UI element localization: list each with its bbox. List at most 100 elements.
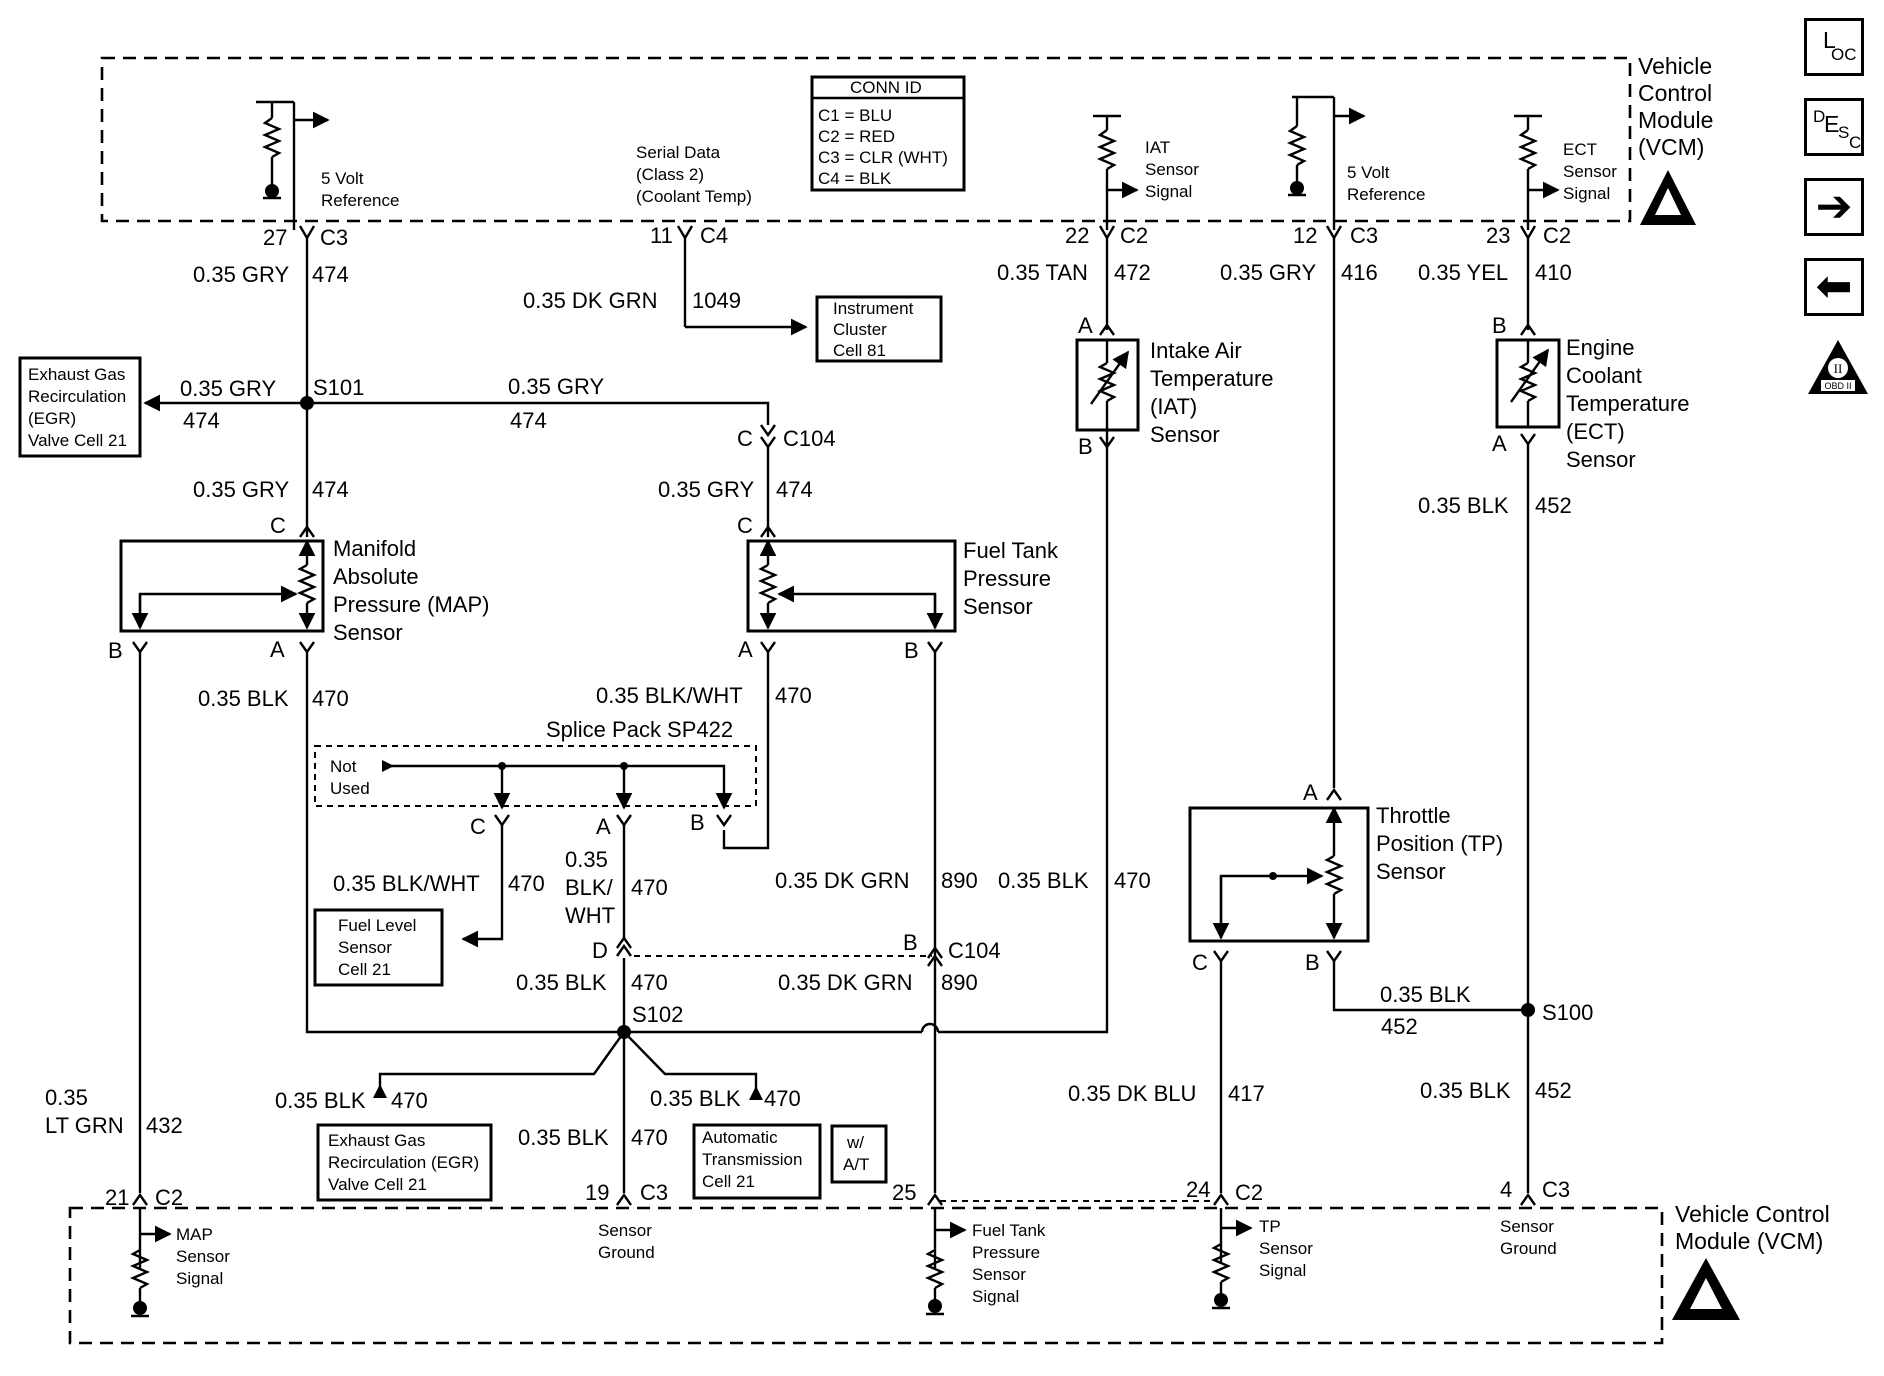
svg-text:Pressure: Pressure <box>963 566 1051 591</box>
svg-text:474: 474 <box>312 477 349 502</box>
conn-id-table: CONN ID C1 = BLU C2 = RED C3 = CLR (WHT)… <box>810 75 966 192</box>
svg-text:Automatic: Automatic <box>702 1128 778 1147</box>
svg-text:Valve Cell 21: Valve Cell 21 <box>28 431 127 450</box>
svg-text:Module (VCM): Module (VCM) <box>1675 1228 1823 1254</box>
svg-text:MAP: MAP <box>176 1225 213 1244</box>
svg-text:Absolute: Absolute <box>333 564 419 589</box>
svg-text:0.35 BLK/WHT: 0.35 BLK/WHT <box>333 871 480 896</box>
svg-text:5 Volt: 5 Volt <box>321 169 364 188</box>
svg-text:474: 474 <box>510 408 547 433</box>
vcm-5v-reference-b: 5 Volt Reference <box>1286 95 1425 230</box>
vcm-map-signal: MAP Sensor Signal <box>129 1208 230 1318</box>
ect-sensor[interactable]: B A Engine Coolant Temperature (ECT) Sen… <box>1492 313 1690 472</box>
next-page-button[interactable]: ➔ <box>1804 178 1864 236</box>
svg-text:A/T: A/T <box>843 1155 869 1174</box>
fuel-level-sensor-box[interactable]: Fuel Level Sensor Cell 21 <box>313 908 444 987</box>
svg-text:C: C <box>470 814 486 839</box>
svg-text:C3: C3 <box>1542 1177 1570 1202</box>
map-sensor[interactable]: C Manifold Absolute Pressure (MAP) Senso… <box>108 513 489 663</box>
svg-text:0.35 GRY: 0.35 GRY <box>508 374 605 399</box>
svg-text:C1 = BLU: C1 = BLU <box>818 106 892 125</box>
svg-text:Sensor: Sensor <box>1376 859 1446 884</box>
wire-452-tp <box>1332 961 1528 1012</box>
svg-text:(VCM): (VCM) <box>1638 134 1704 160</box>
svg-text:Ground: Ground <box>1500 1239 1557 1258</box>
svg-text:BLK/: BLK/ <box>565 875 614 900</box>
svg-text:0.35 BLK: 0.35 BLK <box>1418 493 1509 518</box>
svg-text:C2: C2 <box>1120 223 1148 248</box>
tp-sensor[interactable]: A Throttle Position (TP) Sensor C B <box>1188 780 1503 975</box>
svg-text:19: 19 <box>585 1180 609 1205</box>
svg-text:470: 470 <box>312 686 349 711</box>
svg-text:B: B <box>690 810 705 835</box>
svg-text:S100: S100 <box>1542 1000 1593 1025</box>
svg-text:Sensor: Sensor <box>598 1221 652 1240</box>
description-button-e: E <box>1824 111 1840 137</box>
description-button[interactable]: D E S C <box>1804 98 1864 156</box>
egr-valve-box-top[interactable]: Exhaust Gas Recirculation (EGR) Valve Ce… <box>18 356 142 458</box>
svg-text:(Coolant Temp): (Coolant Temp) <box>636 187 752 206</box>
previous-page-button[interactable]: ⬅ <box>1804 258 1864 316</box>
svg-text:Used: Used <box>330 779 370 798</box>
description-button-c: C <box>1849 133 1862 152</box>
svg-text:0.35 GRY: 0.35 GRY <box>180 376 277 401</box>
egr-valve-box-bottom[interactable]: Exhaust Gas Recirculation (EGR) Valve Ce… <box>316 1123 493 1202</box>
svg-text:(Class 2): (Class 2) <box>636 165 704 184</box>
svg-text:0.35 DK GRN: 0.35 DK GRN <box>778 970 913 995</box>
svg-text:0.35 YEL: 0.35 YEL <box>1418 260 1508 285</box>
svg-text:(ECT): (ECT) <box>1566 419 1625 444</box>
svg-text:21: 21 <box>105 1185 129 1210</box>
svg-text:Intake Air: Intake Air <box>1150 338 1242 363</box>
svg-text:474: 474 <box>183 408 220 433</box>
svg-text:ECT: ECT <box>1563 140 1597 159</box>
svg-text:A: A <box>1492 431 1507 456</box>
svg-text:S102: S102 <box>632 1002 683 1027</box>
arrow-right-icon: ➔ <box>1815 182 1853 231</box>
svg-text:Cell 81: Cell 81 <box>833 341 886 360</box>
svg-text:Sensor: Sensor <box>333 620 403 645</box>
svg-text:WHT: WHT <box>565 903 615 928</box>
vcm-5v-reference-a: 5 Volt Reference <box>256 100 399 230</box>
instrument-cluster-box[interactable]: Instrument Cluster Cell 81 <box>815 295 943 363</box>
svg-text:A: A <box>1303 780 1318 805</box>
svg-text:Signal: Signal <box>176 1269 223 1288</box>
svg-text:0.35 GRY: 0.35 GRY <box>1220 260 1317 285</box>
location-button[interactable]: L OC <box>1804 18 1864 76</box>
svg-text:Signal: Signal <box>1259 1261 1306 1280</box>
svg-text:470: 470 <box>508 871 545 896</box>
svg-text:470: 470 <box>631 875 668 900</box>
svg-text:Vehicle Control: Vehicle Control <box>1675 1201 1830 1227</box>
svg-text:Splice Pack SP422: Splice Pack SP422 <box>546 717 733 742</box>
svg-text:Control: Control <box>1638 80 1712 106</box>
svg-text:D: D <box>592 938 608 963</box>
automatic-transmission-box[interactable]: Automatic Transmission Cell 21 <box>692 1123 822 1200</box>
svg-text:Transmission: Transmission <box>702 1150 802 1169</box>
svg-text:Vehicle: Vehicle <box>1638 53 1712 79</box>
svg-text:452: 452 <box>1535 493 1572 518</box>
vcm-ect-signal: ECT Sensor Signal <box>1514 114 1617 230</box>
svg-text:II: II <box>1834 361 1843 376</box>
svg-text:LT GRN: LT GRN <box>45 1113 124 1138</box>
vcm-bottom-pins: 21 C2 19 C3 25 24 C2 4 C3 <box>105 1177 1570 1210</box>
svg-text:474: 474 <box>312 262 349 287</box>
svg-text:C: C <box>270 513 286 538</box>
svg-text:CONN ID: CONN ID <box>850 78 922 97</box>
description-button-d: D <box>1813 107 1826 126</box>
iat-sensor[interactable]: A B Intake Air Temperature (IAT) Sensor <box>1075 313 1274 459</box>
svg-text:C: C <box>737 426 753 451</box>
svg-text:0.35 DK GRN: 0.35 DK GRN <box>775 868 910 893</box>
svg-text:B: B <box>903 930 918 955</box>
svg-text:Signal: Signal <box>972 1287 1019 1306</box>
svg-text:12: 12 <box>1293 223 1317 248</box>
fuel-tank-pressure-sensor[interactable]: C Fuel Tank Pressure Sensor A B <box>737 513 1059 663</box>
svg-text:S101: S101 <box>313 375 364 400</box>
vcm-tp-signal: TP Sensor Signal <box>1210 1208 1313 1310</box>
svg-text:890: 890 <box>941 970 978 995</box>
svg-text:C2: C2 <box>155 1185 183 1210</box>
svg-text:C2 = RED: C2 = RED <box>818 127 895 146</box>
esd-warning-icon-bottom <box>1672 1258 1740 1320</box>
svg-text:w/: w/ <box>846 1133 864 1152</box>
wire-470-ftp <box>722 652 770 850</box>
splice-s100 <box>1521 1003 1535 1017</box>
